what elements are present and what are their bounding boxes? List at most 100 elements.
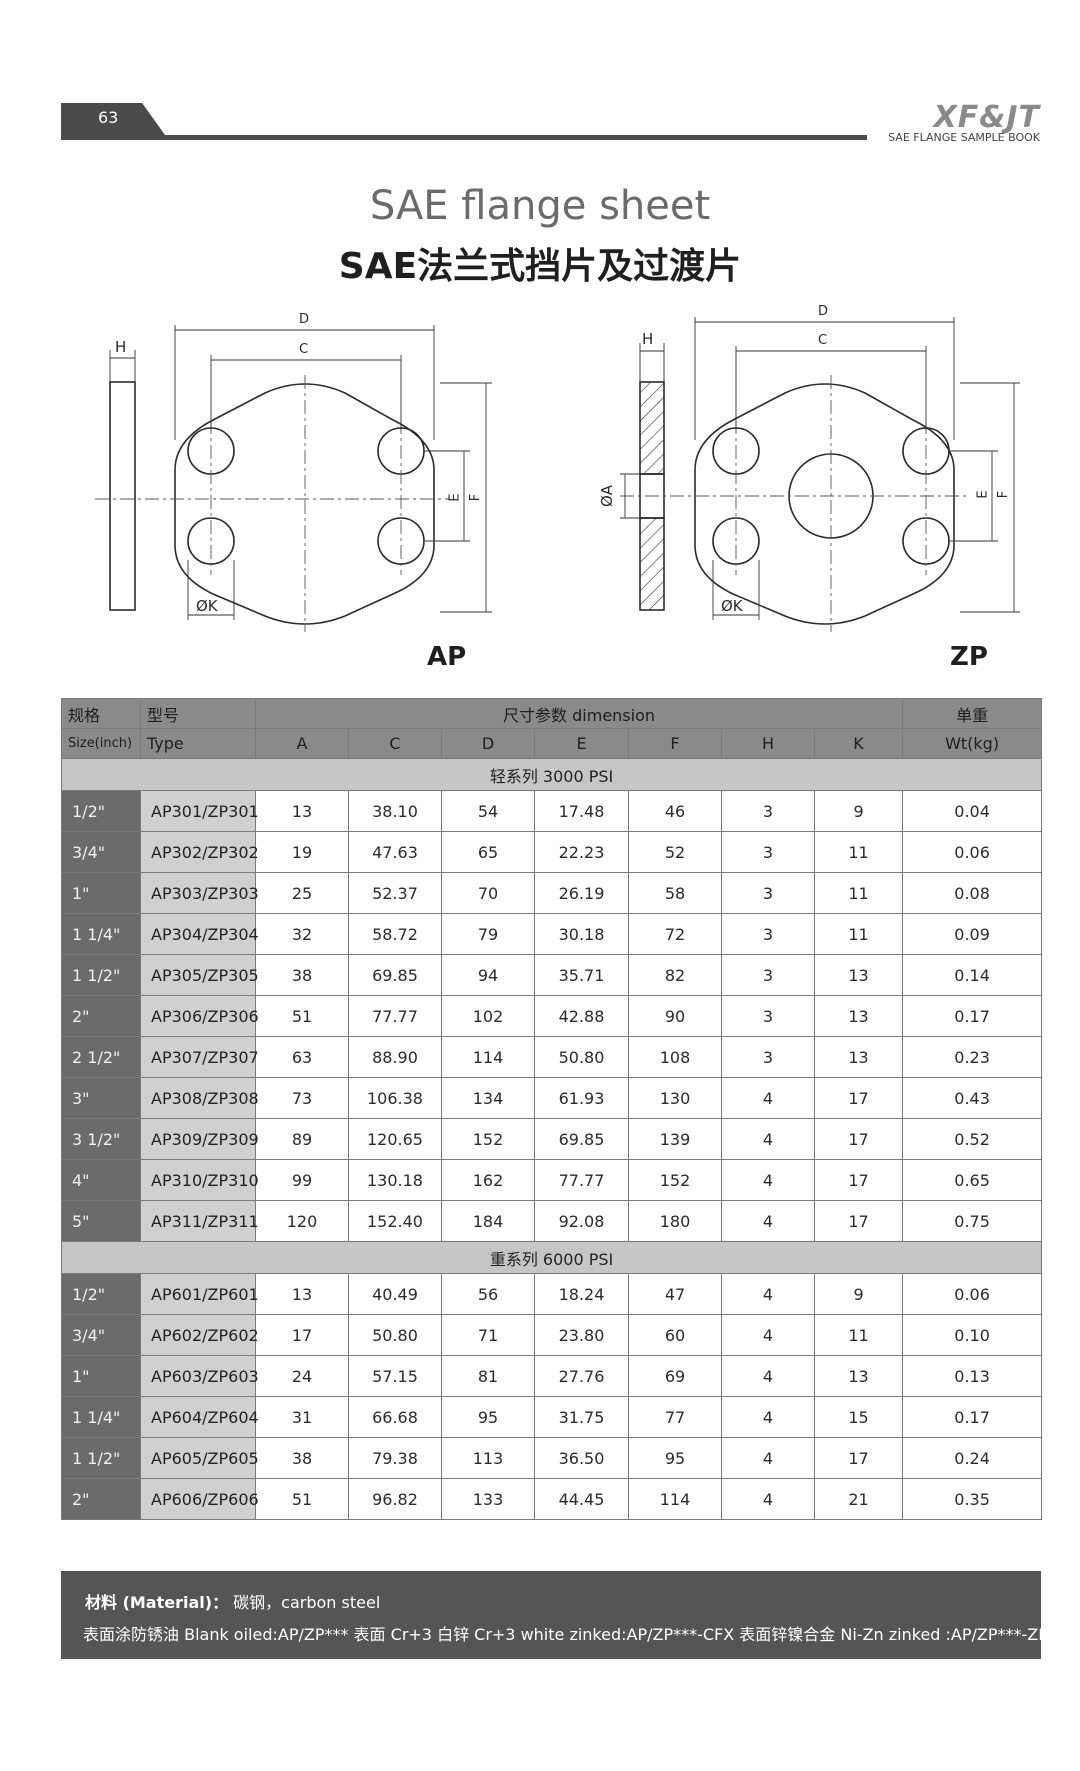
- cell-f: 52: [628, 831, 722, 873]
- cell-a: 17: [255, 1314, 349, 1356]
- cell-h: 4: [721, 1159, 815, 1201]
- zp-dim-k-label: ØK: [721, 597, 743, 615]
- cell-e: 44.45: [534, 1478, 629, 1520]
- cell-f: 69: [628, 1355, 722, 1397]
- ap-dim-k-label: ØK: [196, 597, 218, 615]
- cell-h: 4: [721, 1355, 815, 1397]
- cell-size: 1 1/4": [61, 1396, 141, 1438]
- cell-e: 42.88: [534, 995, 629, 1037]
- cell-size: 1": [61, 872, 141, 914]
- zp-dim-h-label: H: [642, 330, 654, 348]
- cell-a: 51: [255, 1478, 349, 1520]
- cell-k: 15: [813, 1396, 904, 1438]
- cell-h: 3: [721, 872, 815, 914]
- cell-h: 4: [721, 1200, 815, 1242]
- cell-a: 31: [255, 1396, 349, 1438]
- cell-weight: 0.43: [902, 1077, 1043, 1119]
- zp-dim-a-label: ØA: [598, 484, 617, 508]
- cell-a: 89: [255, 1118, 349, 1160]
- cell-k: 9: [813, 1273, 904, 1315]
- cell-d: 54: [441, 790, 535, 832]
- zp-dim-c-label: C: [818, 333, 828, 348]
- cell-size: 3": [61, 1077, 141, 1119]
- brand-subtitle: SAE FLANGE SAMPLE BOOK: [888, 131, 1040, 144]
- cell-f: 58: [628, 872, 722, 914]
- cell-k: 17: [813, 1437, 904, 1479]
- cell-a: 99: [255, 1159, 349, 1201]
- cell-k: 17: [813, 1159, 904, 1201]
- cell-size: 2": [61, 1478, 141, 1520]
- cell-c: 106.38: [348, 1077, 442, 1119]
- section-title: 轻系列 3000 PSI: [60, 758, 1043, 791]
- cell-d: 65: [441, 831, 535, 873]
- cell-c: 47.63: [348, 831, 442, 873]
- cell-h: 3: [721, 1036, 815, 1078]
- cell-type: AP603/ZP603: [140, 1355, 259, 1397]
- cell-h: 4: [721, 1118, 815, 1160]
- cell-weight: 0.06: [902, 831, 1043, 873]
- cell-d: 56: [441, 1273, 535, 1315]
- cell-size: 4": [61, 1159, 141, 1201]
- cell-f: 95: [628, 1437, 722, 1479]
- cell-k: 11: [813, 1314, 904, 1356]
- cell-e: 23.80: [534, 1314, 629, 1356]
- material-footer: 材料 (Material)： 碳钢，carbon steel 表面涂防锈油 Bl…: [61, 1571, 1050, 1659]
- zp-flange-outline: [694, 383, 955, 625]
- header-rule: [61, 135, 867, 140]
- cell-a: 63: [255, 1036, 349, 1078]
- cell-c: 38.10: [348, 790, 442, 832]
- material-value: 碳钢，carbon steel: [233, 1593, 381, 1612]
- zp-dim-f-label: F: [996, 490, 1012, 499]
- cell-size: 1 1/2": [61, 1437, 141, 1479]
- cell-f: 60: [628, 1314, 722, 1356]
- cell-f: 46: [628, 790, 722, 832]
- cell-type: AP310/ZP310: [140, 1159, 259, 1201]
- cell-size: 3/4": [61, 1314, 141, 1356]
- cell-d: 79: [441, 913, 535, 955]
- cell-type: AP606/ZP606: [140, 1478, 259, 1520]
- header-weight: 单重: [902, 698, 1043, 729]
- cell-c: 79.38: [348, 1437, 442, 1479]
- cell-c: 40.49: [348, 1273, 442, 1315]
- cell-size: 3/4": [61, 831, 141, 873]
- cell-weight: 0.17: [902, 995, 1043, 1037]
- cell-type: AP311/ZP311: [140, 1200, 259, 1242]
- cell-d: 94: [441, 954, 535, 996]
- cell-d: 162: [441, 1159, 535, 1201]
- cell-f: 72: [628, 913, 722, 955]
- cell-e: 22.23: [534, 831, 629, 873]
- cell-weight: 0.04: [902, 790, 1043, 832]
- cell-type: AP605/ZP605: [140, 1437, 259, 1479]
- cell-c: 88.90: [348, 1036, 442, 1078]
- cell-weight: 0.23: [902, 1036, 1043, 1078]
- cell-k: 21: [813, 1478, 904, 1520]
- cell-d: 184: [441, 1200, 535, 1242]
- cell-h: 3: [721, 995, 815, 1037]
- cell-weight: 0.06: [902, 1273, 1043, 1315]
- cell-k: 13: [813, 1355, 904, 1397]
- ap-dim-c-label: C: [299, 342, 309, 357]
- cell-d: 102: [441, 995, 535, 1037]
- cell-a: 25: [255, 872, 349, 914]
- cell-k: 11: [813, 913, 904, 955]
- page-number: 63: [98, 108, 119, 127]
- header-c: C: [348, 728, 442, 759]
- cell-d: 70: [441, 872, 535, 914]
- cell-h: 3: [721, 790, 815, 832]
- cell-c: 69.85: [348, 954, 442, 996]
- cell-k: 13: [813, 1036, 904, 1078]
- cell-weight: 0.09: [902, 913, 1043, 955]
- section-header-row: 重系列 6000 PSI: [60, 1241, 1043, 1274]
- cell-a: 19: [255, 831, 349, 873]
- cell-f: 108: [628, 1036, 722, 1078]
- header-h: H: [721, 728, 815, 759]
- cell-type: AP601/ZP601: [140, 1273, 259, 1315]
- zp-side-view-upper: [639, 381, 665, 475]
- page-title-chinese: SAE法兰式挡片及过渡片: [338, 246, 742, 287]
- finish-options: 表面涂防锈油 Blank oiled:AP/ZP*** 表面 Cr+3 白锌 C…: [83, 1625, 1051, 1644]
